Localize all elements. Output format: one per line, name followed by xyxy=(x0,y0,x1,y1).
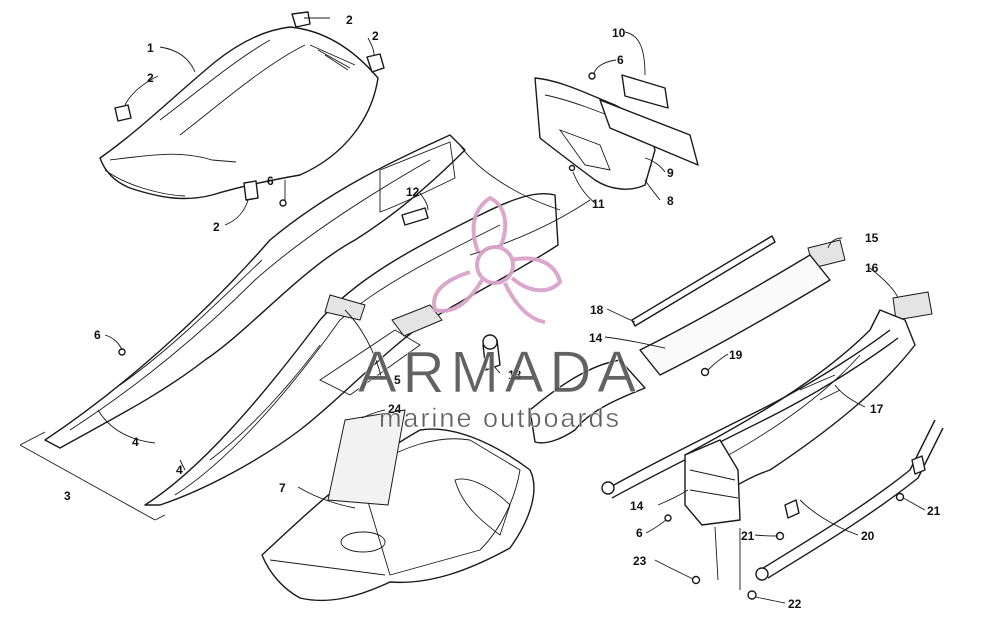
part-24-decal xyxy=(327,409,406,506)
callout-23: 23 xyxy=(633,554,647,568)
callout-4-a: 4 xyxy=(132,435,139,449)
part-12-clip xyxy=(401,207,429,226)
callout-11: 11 xyxy=(592,197,605,211)
callout-21-a: 21 xyxy=(741,529,755,543)
callout-22: 22 xyxy=(788,597,802,611)
callout-2-d: 2 xyxy=(213,220,220,234)
callout-12: 12 xyxy=(406,185,420,199)
callout-6-b: 6 xyxy=(267,174,274,188)
part-8-rear-console xyxy=(534,77,656,190)
part-7-storage-tub xyxy=(261,428,535,602)
callout-8: 8 xyxy=(667,194,674,208)
callout-9: 9 xyxy=(667,166,674,180)
callout-13: 13 xyxy=(508,368,522,382)
callout-2-b: 2 xyxy=(372,29,379,43)
callout-14-a: 14 xyxy=(589,331,603,345)
callout-2-c: 2 xyxy=(147,71,154,85)
callout-6-c: 6 xyxy=(617,53,624,67)
callout-6-a: 6 xyxy=(94,328,101,342)
leader-lines xyxy=(97,17,926,604)
callout-16: 16 xyxy=(865,261,879,275)
callout-labels: 1 2 2 2 2 3 4 4 5 6 6 6 6 7 8 9 10 11 12… xyxy=(64,13,941,611)
callout-19: 19 xyxy=(729,348,743,362)
callout-7: 7 xyxy=(279,481,286,495)
part-1-hood xyxy=(99,26,379,200)
brand-tagline: marine outboards xyxy=(379,403,621,433)
part-5-panel xyxy=(391,304,443,337)
part-4-side-panel-right xyxy=(144,193,559,506)
part-3-bracket xyxy=(19,431,166,521)
part-16-decal xyxy=(892,291,933,321)
part-13-fitting xyxy=(482,334,501,371)
callout-1: 1 xyxy=(147,41,154,55)
fasteners xyxy=(118,72,926,600)
callout-10: 10 xyxy=(612,26,626,40)
part-9-console-trim xyxy=(599,99,699,166)
brand-name: ARMADA xyxy=(358,340,642,405)
callout-6-d: 6 xyxy=(636,526,643,540)
part-10-handle xyxy=(621,74,669,109)
callout-3: 3 xyxy=(64,489,71,503)
part-2-clips xyxy=(114,11,385,201)
callout-17: 17 xyxy=(870,402,884,416)
armada-watermark: ARMADA marine outboards xyxy=(358,195,642,433)
callout-20: 20 xyxy=(861,529,875,543)
part-20-grab-bar xyxy=(601,329,944,581)
callout-24: 24 xyxy=(388,402,402,416)
part-14-rear-bracket-lower xyxy=(684,439,741,526)
callout-2-a: 2 xyxy=(346,13,353,27)
callout-14-b: 14 xyxy=(630,499,644,513)
callout-21-b: 21 xyxy=(927,504,941,518)
callout-18: 18 xyxy=(590,303,604,317)
callout-15: 15 xyxy=(865,231,879,245)
part-4-side-panel-left xyxy=(44,134,466,449)
part-14-rear-bracket-upper xyxy=(529,359,646,444)
callout-5: 5 xyxy=(394,373,401,387)
callout-4-b: 4 xyxy=(176,463,183,477)
part-18-rail xyxy=(631,235,776,327)
propeller-logo xyxy=(432,195,563,324)
